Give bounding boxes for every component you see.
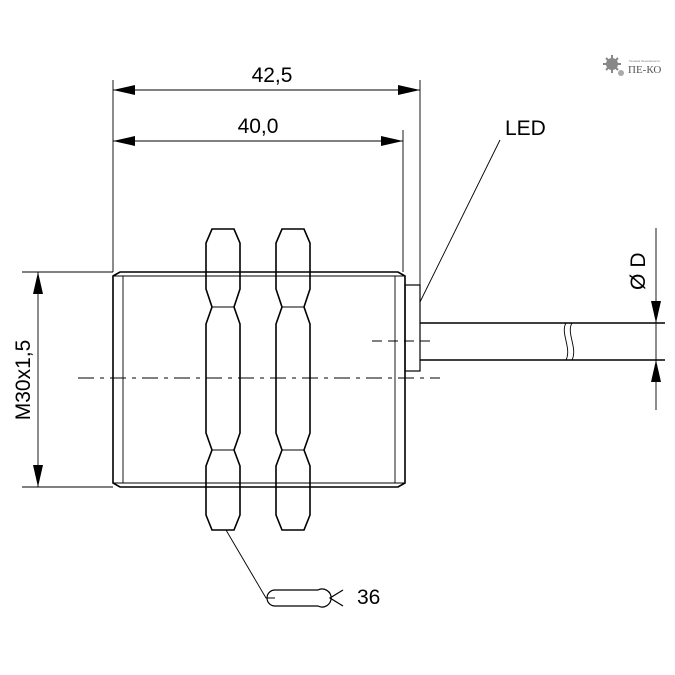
overall-length-label: 42,5 <box>252 64 293 87</box>
dimension-cable-diameter: ØD <box>627 228 661 410</box>
led-label: LED <box>505 117 546 140</box>
dimension-thread-length: 40,0 <box>113 115 403 146</box>
logo: Техника безопасности ПЕ-КО <box>603 55 661 76</box>
logo-text: ПЕ-КО <box>628 64 661 76</box>
wrench-callout: 36 <box>225 529 380 609</box>
thread-length-label: 40,0 <box>238 115 279 138</box>
dimension-thread: M30x1,5 <box>12 271 113 488</box>
dimension-overall-length: 42,5 <box>113 64 420 95</box>
gear-icon <box>603 55 624 76</box>
open-wrench-icon <box>266 588 344 608</box>
logo-tagline: Техника безопасности <box>629 59 660 63</box>
led-callout: LED <box>419 117 546 303</box>
thread-label: M30x1,5 <box>12 340 35 421</box>
cable-diameter-label: ØD <box>627 252 650 290</box>
nut-front <box>205 228 241 531</box>
sensor-body <box>78 271 440 488</box>
wrench-size-label: 36 <box>357 586 380 609</box>
cable <box>420 322 665 361</box>
nut-rear <box>275 228 311 531</box>
